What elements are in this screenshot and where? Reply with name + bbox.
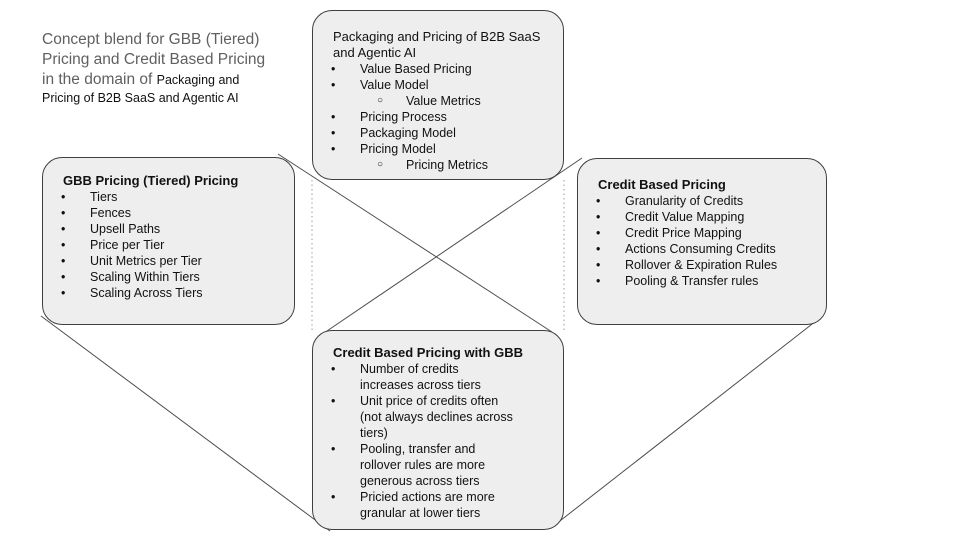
bullet-text: Scaling Within Tiers xyxy=(90,270,200,284)
bullet-icon: • xyxy=(596,258,601,272)
bullet-list: • Value Based Pricing • Value Model ○ Value M… xyxy=(313,61,563,173)
bullet-item: • Unit price of credits often (not always… xyxy=(313,393,563,441)
bullet-text: Pricing Metrics xyxy=(406,158,488,172)
bullet-list: • Granularity of Credits • Credit Value Map… xyxy=(578,193,826,289)
bullet-icon: • xyxy=(331,78,336,92)
bullet-item: • Scaling Across Tiers xyxy=(43,285,294,301)
hollow-bullet-icon: ○ xyxy=(377,95,384,106)
node-gbb-tiered-pricing: GBB Pricing (Tiered) Pricing • Tiers • Fenc… xyxy=(42,157,295,325)
bullet-text: Unit Metrics per Tier xyxy=(90,254,202,268)
bullet-item: • Fences xyxy=(43,205,294,221)
bullet-text: Actions Consuming Credits xyxy=(625,242,776,256)
node-credit-based-pricing-with-gbb: Credit Based Pricing with GBB • Number of… xyxy=(312,330,564,530)
bullet-icon: • xyxy=(331,62,336,76)
bullet-item: • Unit Metrics per Tier xyxy=(43,253,294,269)
bullet-icon: • xyxy=(331,110,336,124)
bullet-icon: • xyxy=(61,238,66,252)
bullet-text: Scaling Across Tiers xyxy=(90,286,203,300)
bullet-text: Pricing Model xyxy=(360,142,436,156)
connector-gbb-blend-cross xyxy=(277,153,553,333)
intro-line-3-domain: Packaging and xyxy=(156,73,240,87)
bullet-item: • Price per Tier xyxy=(43,237,294,253)
bullet-text: Pooling, transfer and rollover rules are… xyxy=(360,442,486,488)
bullet-text: Upsell Paths xyxy=(90,222,161,236)
bullet-text: Tiers xyxy=(90,190,118,204)
bullet-text: Fences xyxy=(90,206,131,220)
intro-line-1: Concept blend for GBB (Tiered) xyxy=(42,31,260,48)
bullet-item: • Pricied actions are more granular at lo… xyxy=(313,489,563,521)
bullet-text: Value Based Pricing xyxy=(360,62,472,76)
intro-line-4: Pricing of B2B SaaS and Agentic AI xyxy=(42,91,239,105)
bullet-text: Value Metrics xyxy=(406,94,481,108)
bullet-text: Rollover & Expiration Rules xyxy=(625,258,778,272)
bullet-icon: • xyxy=(331,142,336,156)
bullet-item: • Upsell Paths xyxy=(43,221,294,237)
bullet-item: • Pooling, transfer and rollover rules ar… xyxy=(313,441,563,489)
bullet-item: • Actions Consuming Credits xyxy=(578,241,826,257)
bullet-icon: • xyxy=(61,222,66,236)
bullet-item: • Value Based Pricing xyxy=(313,61,563,77)
bullet-item: ○ Pricing Metrics xyxy=(313,157,563,173)
bullet-item: • Credit Price Mapping xyxy=(578,225,826,241)
bullet-text: Packaging Model xyxy=(360,126,456,140)
intro-line-2: Pricing and Credit Based Pricing xyxy=(42,51,266,68)
hollow-bullet-icon: ○ xyxy=(377,159,384,170)
bullet-item: • Tiers xyxy=(43,189,294,205)
connector-credit-blend-outer xyxy=(555,320,817,525)
bullet-item: • Scaling Within Tiers xyxy=(43,269,294,285)
bullet-text: Pooling & Transfer rules xyxy=(625,274,759,288)
bullet-icon: • xyxy=(61,206,66,220)
bullet-item: • Packaging Model xyxy=(313,125,563,141)
bullet-text: Number of credits increases across tiers xyxy=(360,362,481,392)
bullet-item: • Pricing Process xyxy=(313,109,563,125)
bullet-item: • Pooling & Transfer rules xyxy=(578,273,826,289)
bullet-icon: • xyxy=(596,194,601,208)
bullet-item: • Pricing Model xyxy=(313,141,563,157)
bullet-icon: • xyxy=(61,254,66,268)
bullet-text: Pricied actions are more granular at low… xyxy=(360,490,495,520)
bullet-icon: • xyxy=(596,226,601,240)
bullet-text: Value Model xyxy=(360,78,429,92)
bullet-text: Granularity of Credits xyxy=(625,194,744,208)
bullet-item: • Number of credits increases across tier… xyxy=(313,361,563,393)
bullet-text: Pricing Process xyxy=(360,110,447,124)
bullet-text: Credit Value Mapping xyxy=(625,210,745,224)
bullet-item: ○ Value Metrics xyxy=(313,93,563,109)
bullet-icon: • xyxy=(61,190,66,204)
bullet-icon: • xyxy=(596,242,601,256)
node-title: Credit Based Pricing xyxy=(598,177,726,192)
bullet-item: • Granularity of Credits xyxy=(578,193,826,209)
bullet-item: • Rollover & Expiration Rules xyxy=(578,257,826,273)
node-title: Credit Based Pricing with GBB xyxy=(333,345,523,360)
intro-line-3: in the domain of Packaging and xyxy=(42,70,304,90)
connector-credit-blend-cross xyxy=(323,157,583,334)
bullet-icon: • xyxy=(61,286,66,300)
bullet-text: Price per Tier xyxy=(90,238,165,252)
bullet-text: Credit Price Mapping xyxy=(625,226,742,240)
bullet-icon: • xyxy=(61,270,66,284)
bullet-text: Unit price of credits often (not always … xyxy=(360,394,513,440)
node-packaging-and-pricing: Packaging and Pricing of B2B SaaS and Ag… xyxy=(312,10,564,180)
node-title: Packaging and Pricing of B2B SaaS and Ag… xyxy=(333,29,541,60)
bullet-icon: • xyxy=(331,126,336,140)
bullet-item: • Value Model xyxy=(313,77,563,93)
bullet-icon: • xyxy=(331,490,336,504)
connector-gbb-blend-outer xyxy=(40,315,331,532)
node-title: GBB Pricing (Tiered) Pricing xyxy=(63,173,239,188)
bullet-icon: • xyxy=(331,442,336,456)
intro-line-3-lead: in the domain of xyxy=(42,71,157,88)
bullet-icon: • xyxy=(331,362,336,376)
bullet-list: • Tiers • Fences • Upsell Paths • Price per Tie… xyxy=(43,189,294,301)
intro-text: Concept blend for GBB (Tiered) Pricing a… xyxy=(42,30,304,107)
bullet-item: • Credit Value Mapping xyxy=(578,209,826,225)
node-credit-based-pricing: Credit Based Pricing • Granularity of Cre… xyxy=(577,158,827,325)
bullet-icon: • xyxy=(331,394,336,408)
bullet-icon: • xyxy=(596,210,601,224)
bullet-list: • Number of credits increases across tier… xyxy=(313,361,563,521)
bullet-icon: • xyxy=(596,274,601,288)
